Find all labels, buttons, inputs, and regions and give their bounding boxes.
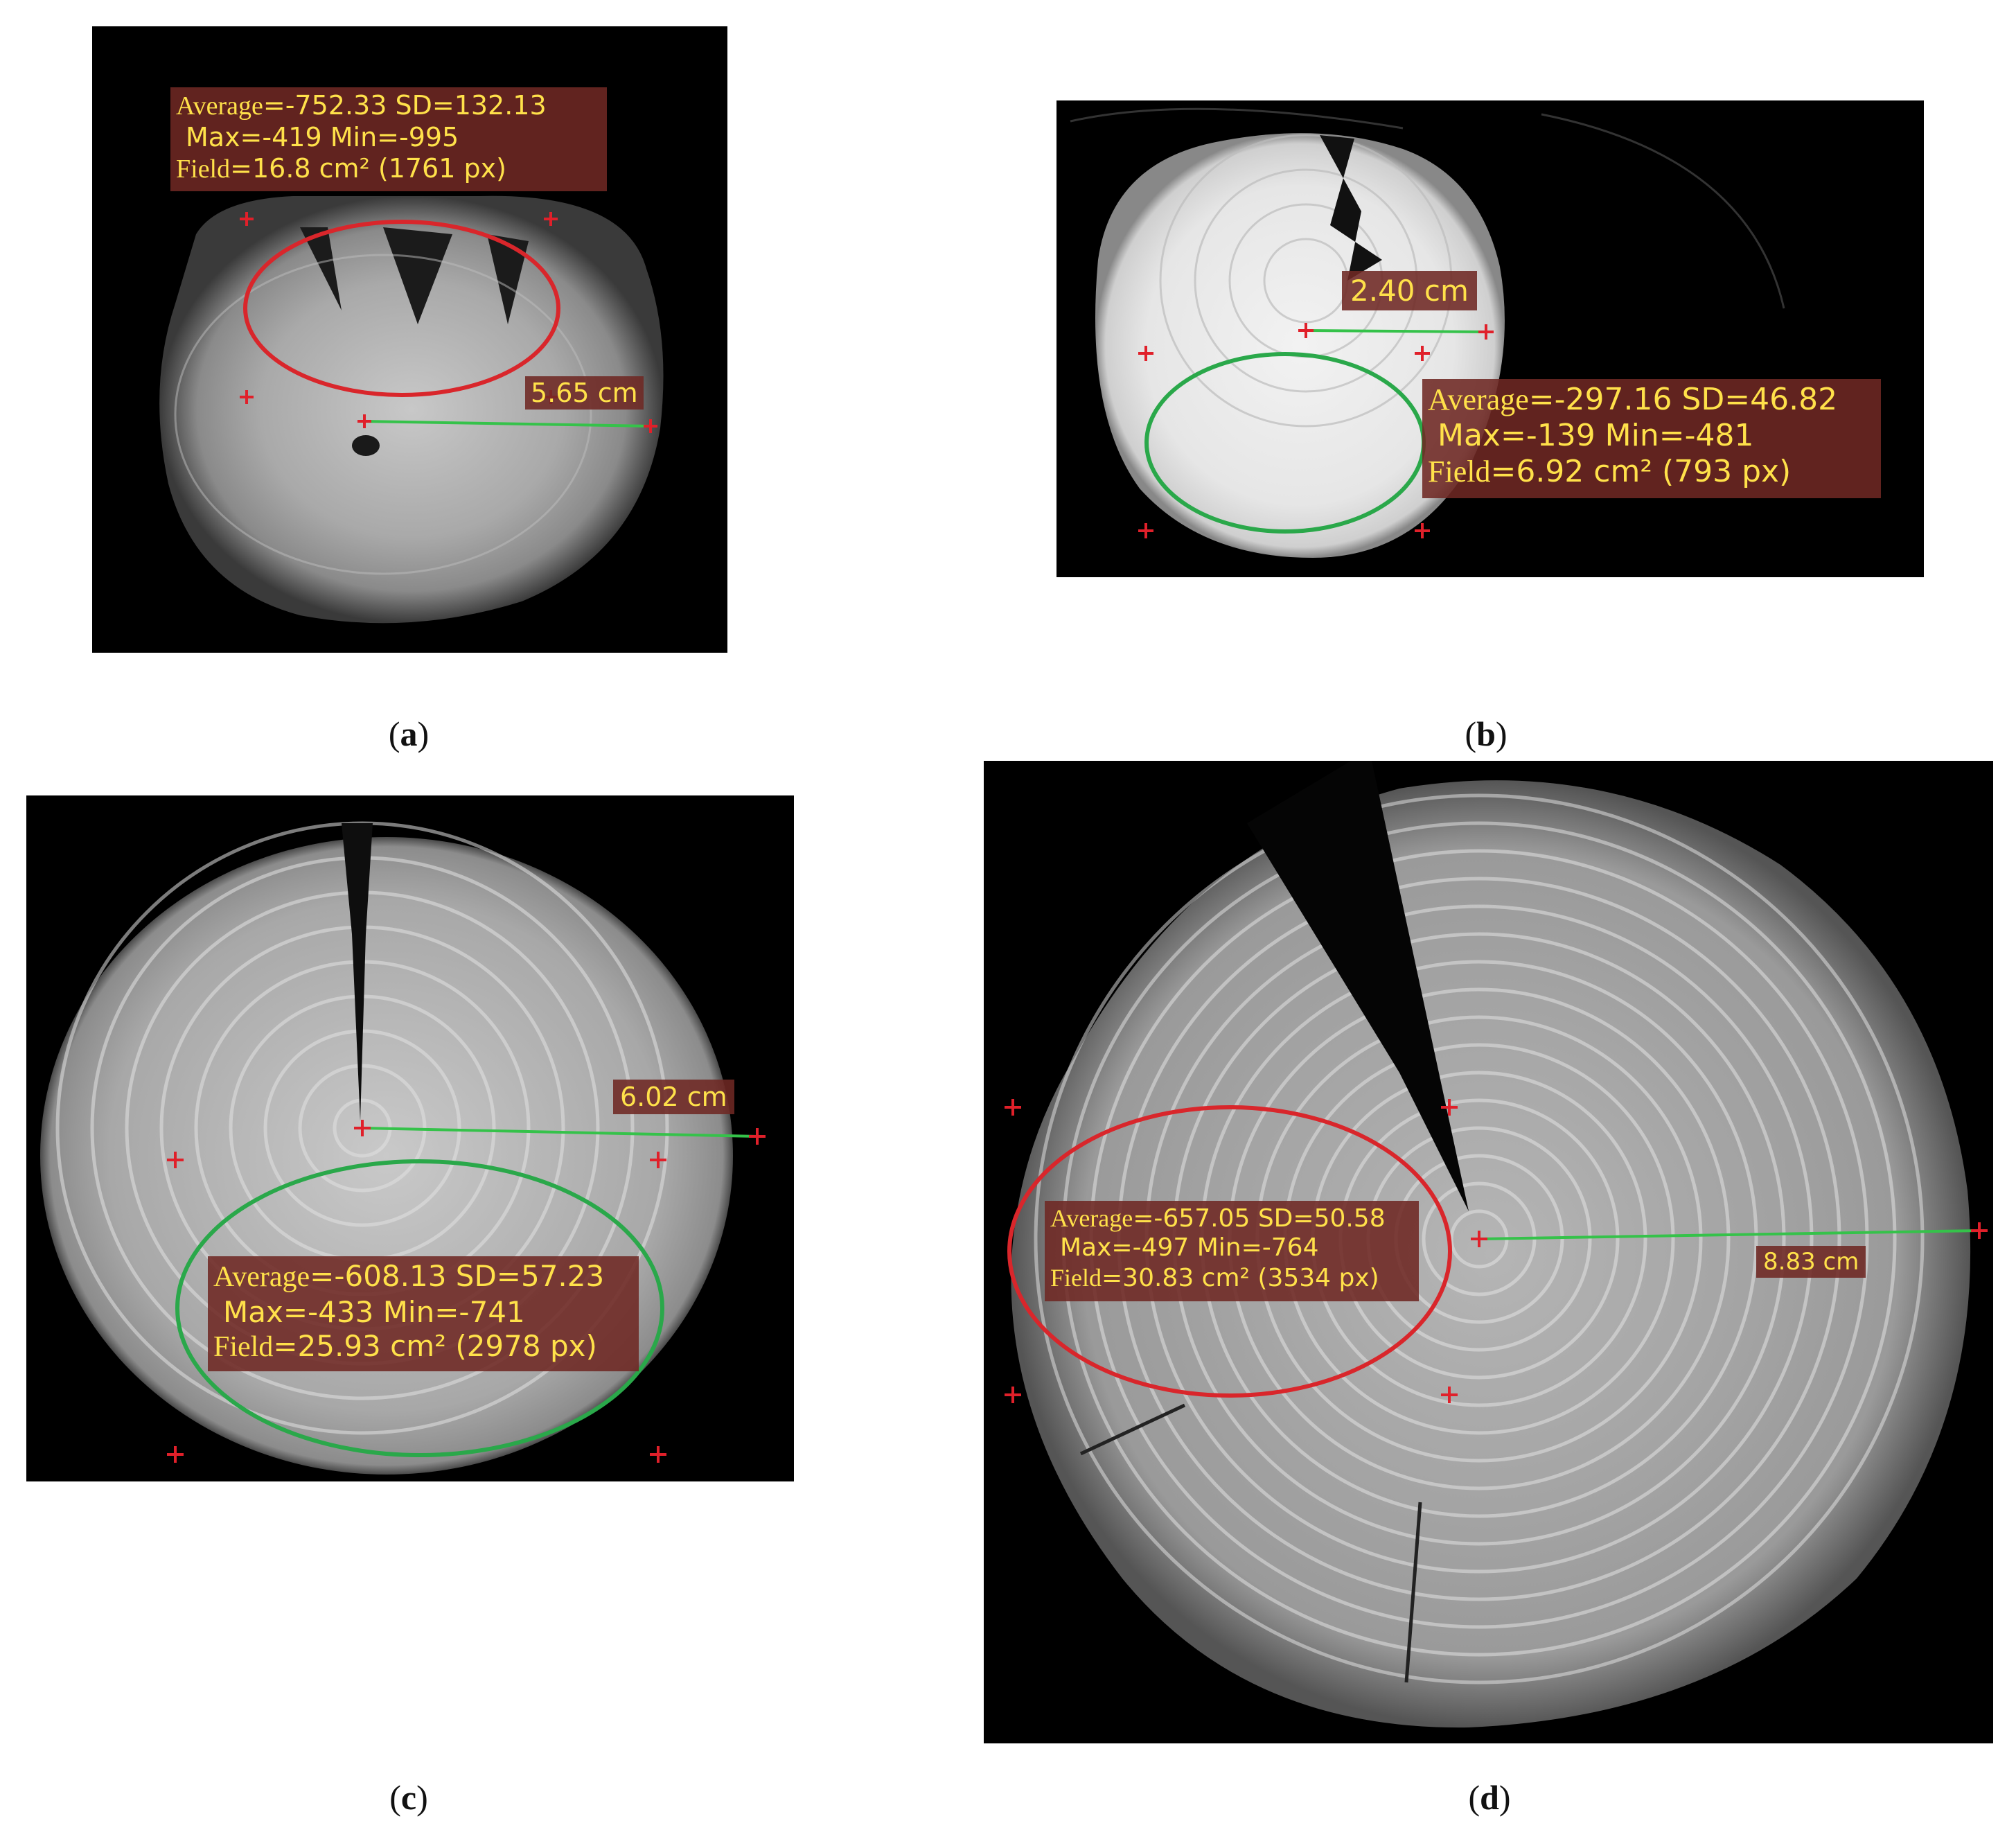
- average-word-a: Average: [176, 91, 263, 121]
- field-value-d: =30.83 cm² (3534 px): [1102, 1263, 1379, 1292]
- roi-markers-c: [167, 1120, 766, 1463]
- crack-b: [1320, 135, 1382, 281]
- caption-d: (d): [1468, 1778, 1511, 1817]
- average-value-a: =-752.33 SD=132.13: [263, 90, 547, 121]
- roi-ellipse-c: [175, 1159, 664, 1457]
- radius-line-c: [362, 1127, 758, 1138]
- crack-d-lower: [1404, 1502, 1422, 1683]
- radius-line-b: [1305, 329, 1487, 333]
- average-value-b: =-297.16 SD=46.82: [1528, 382, 1838, 417]
- field-word-d: Field: [1050, 1263, 1102, 1292]
- roi-markers-d: [1005, 1099, 1988, 1403]
- measure-label-b: 2.40 cm: [1342, 271, 1477, 310]
- ct-slice-a: [159, 195, 664, 624]
- measure-label-c: 6.02 cm: [613, 1080, 734, 1114]
- annual-ring-a: [174, 254, 592, 575]
- max-min-d: Max=-497 Min=-764: [1060, 1233, 1319, 1262]
- wood-cross-section-d: [1011, 780, 1971, 1728]
- field-word-a: Field: [176, 154, 231, 184]
- max-min-a: Max=-419 Min=-995: [186, 121, 459, 152]
- ct-slice-b: [1070, 107, 1785, 558]
- average-word-b: Average: [1428, 382, 1529, 416]
- stats-label-d: Average=-657.05 SD=50.58 Max=-497 Min=-7…: [1045, 1201, 1419, 1301]
- field-value-c: =25.93 cm² (2978 px): [273, 1329, 597, 1364]
- background-ring-b: [1070, 107, 1785, 309]
- crack-d-left: [1079, 1403, 1186, 1456]
- radius-line-a: [364, 420, 651, 428]
- crack-d: [1247, 761, 1469, 1211]
- stats-label-c: Average=-608.13 SD=57.23 Max=-433 Min=-7…: [208, 1256, 639, 1371]
- ct-panel-b: 2.40 cm Average=-297.16 SD=46.82 Max=-13…: [1056, 100, 1924, 577]
- caption-a: (a): [388, 714, 430, 753]
- stats-label-a: Average=-752.33 SD=132.13 Max=-419 Min=-…: [170, 87, 607, 191]
- measure-label-a: 5.65 cm: [525, 376, 644, 410]
- ct-panel-d: Average=-657.05 SD=50.58 Max=-497 Min=-7…: [984, 761, 1993, 1743]
- ct-slice-d: [1005, 761, 1988, 1728]
- measure-label-d: 8.83 cm: [1756, 1246, 1866, 1278]
- wood-cross-section-c: [40, 837, 733, 1475]
- stats-label-b: Average=-297.16 SD=46.82 Max=-139 Min=-4…: [1422, 379, 1881, 498]
- wood-cross-section-b: [1095, 133, 1505, 558]
- average-word-d: Average: [1050, 1204, 1133, 1232]
- max-min-c: Max=-433 Min=-741: [223, 1294, 525, 1329]
- crack-a: [300, 227, 529, 324]
- max-min-b: Max=-139 Min=-481: [1438, 417, 1754, 453]
- caption-c: (c): [389, 1778, 428, 1817]
- field-value-b: =6.92 cm² (793 px): [1490, 453, 1792, 489]
- roi-markers-b: [1138, 323, 1494, 538]
- crack-c: [342, 823, 373, 1121]
- wood-cross-section-a: [159, 195, 664, 624]
- pith-hole-a: [352, 435, 380, 456]
- average-word-c: Average: [213, 1261, 310, 1293]
- average-value-c: =-608.13 SD=57.23: [310, 1259, 605, 1293]
- ct-panel-c: 6.02 cm Average=-608.13 SD=57.23 Max=-43…: [26, 795, 794, 1481]
- annual-rings-d: [1034, 793, 1925, 1684]
- field-value-a: =16.8 cm² (1761 px): [230, 152, 506, 184]
- field-word-b: Field: [1428, 454, 1491, 489]
- ct-slice-c: [40, 821, 766, 1475]
- field-word-c: Field: [213, 1331, 274, 1364]
- roi-ellipse-d: [1007, 1105, 1452, 1398]
- caption-b: (b): [1465, 714, 1507, 753]
- radius-line-d: [1478, 1229, 1980, 1240]
- average-value-d: =-657.05 SD=50.58: [1133, 1204, 1386, 1233]
- roi-ellipse-a: [243, 220, 560, 397]
- ct-panel-a: Average=-752.33 SD=132.13 Max=-419 Min=-…: [92, 26, 727, 653]
